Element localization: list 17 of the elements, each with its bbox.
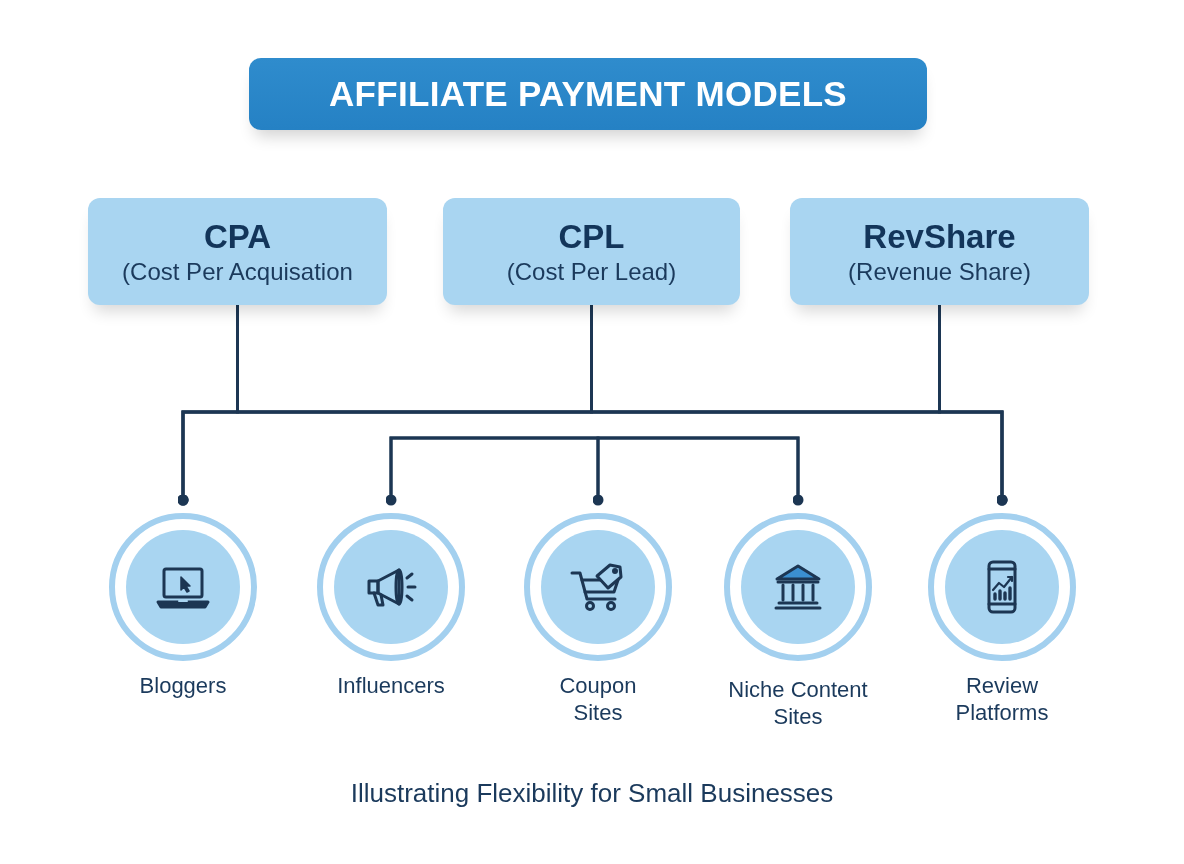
model-description: (Cost Per Lead) <box>506 256 677 287</box>
model-box <box>443 198 740 305</box>
model-description: (Cost Per Acquisation <box>122 256 353 287</box>
model-name: CPA <box>203 216 272 257</box>
model-name: CPL <box>558 216 625 257</box>
node-label: Influencers <box>337 672 445 699</box>
node-label: Niche Content Sites <box>727 676 869 730</box>
node-label: Coupon Sites <box>558 672 638 726</box>
model-box <box>88 198 387 305</box>
caption: Illustrating Flexibility for Small Businesses <box>350 778 834 809</box>
title: AFFILIATE PAYMENT MODELS <box>329 74 847 114</box>
model-box <box>790 198 1089 305</box>
connector-line <box>385 436 800 506</box>
model-name: RevShare <box>863 216 1016 257</box>
model-description: (Revenue Share) <box>848 256 1031 287</box>
node-label: Bloggers <box>139 672 227 699</box>
node-label: Review Platforms <box>954 672 1050 726</box>
